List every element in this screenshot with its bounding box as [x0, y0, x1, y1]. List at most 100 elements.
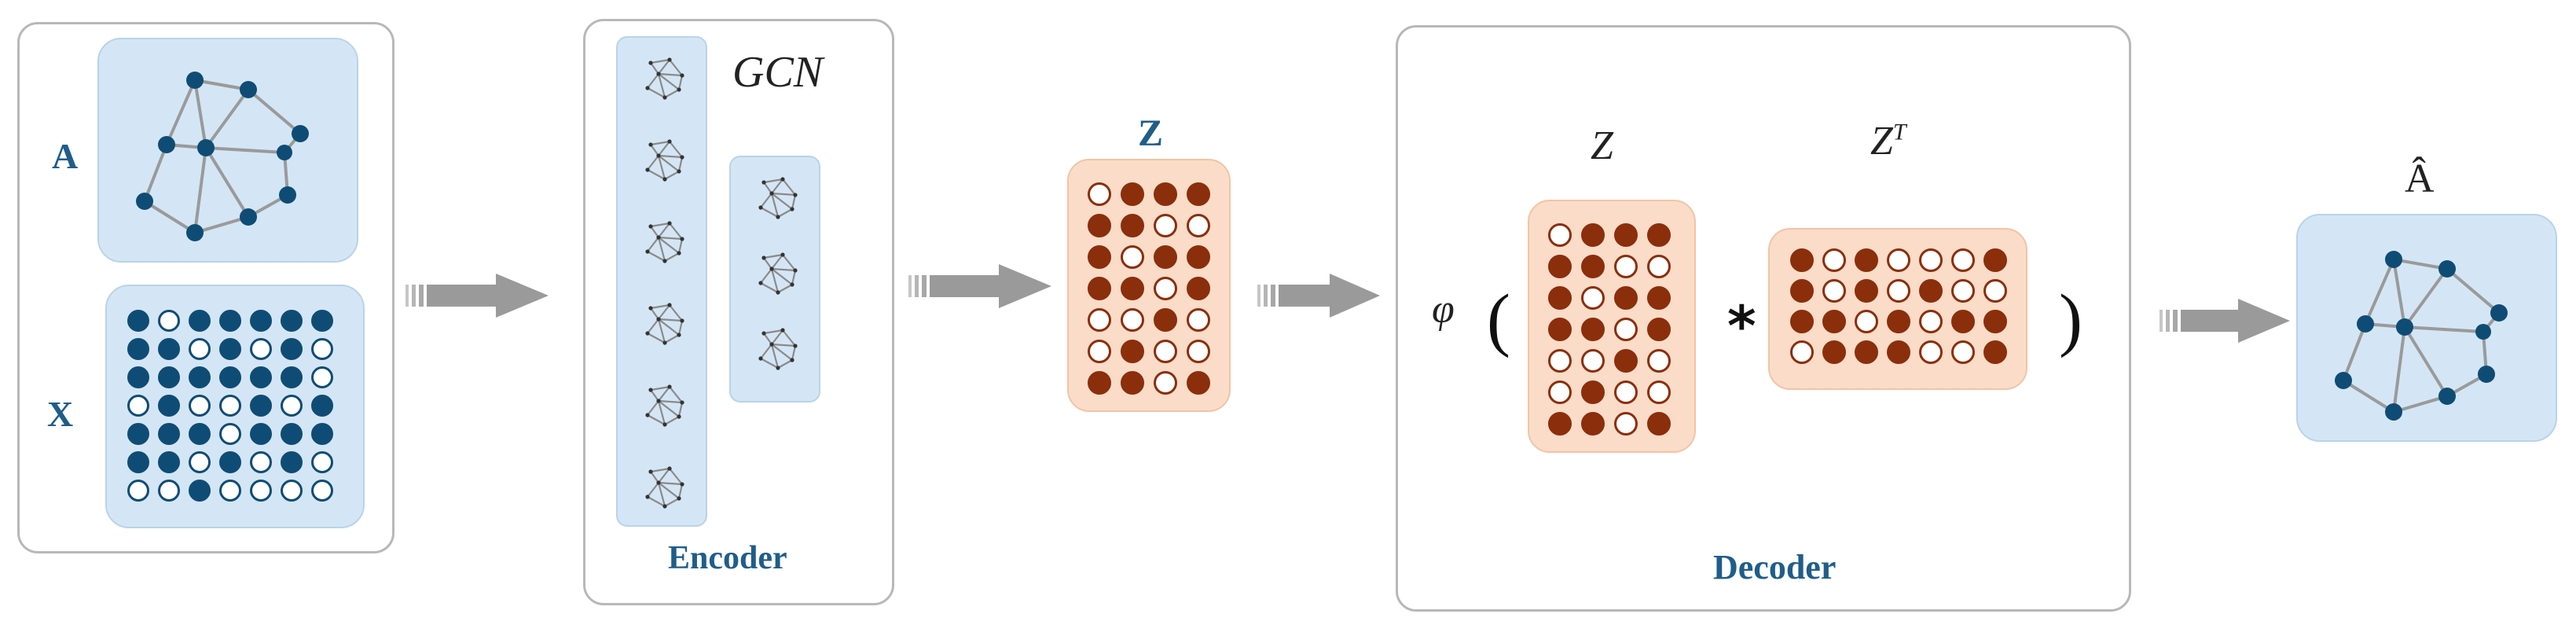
filled-dot	[1887, 340, 1910, 364]
mini-graph-icon	[758, 177, 798, 219]
filled-dot	[311, 423, 333, 445]
decoder-z-box	[1528, 200, 1696, 453]
empty-dot	[1088, 308, 1111, 332]
filled-dot	[1088, 214, 1111, 237]
latent-z-matrix	[1088, 182, 1210, 395]
filled-dot	[1855, 279, 1878, 303]
filled-dot	[1187, 245, 1210, 269]
filled-dot	[1581, 318, 1605, 341]
filled-dot	[1887, 310, 1910, 333]
filled-dot	[281, 451, 303, 473]
filled-dot	[311, 395, 333, 417]
decoder-zt-box	[1768, 228, 2027, 390]
decoder-zt-matrix	[1790, 248, 2007, 364]
filled-dot	[1983, 310, 2007, 333]
filled-dot	[1154, 182, 1177, 206]
arrow-to-decoder	[1257, 274, 1380, 318]
filled-dot	[1581, 380, 1605, 404]
filled-dot	[219, 338, 241, 360]
filled-dot	[281, 310, 303, 332]
filled-dot	[1790, 248, 1814, 272]
empty-dot	[1790, 340, 1814, 364]
empty-dot	[1919, 310, 1943, 333]
filled-dot	[311, 310, 333, 332]
empty-dot	[1614, 412, 1638, 436]
filled-dot	[1548, 318, 1572, 341]
filled-dot	[1822, 310, 1846, 333]
filled-dot	[219, 310, 241, 332]
empty-dot	[158, 310, 180, 332]
mini-graph-icon	[645, 221, 684, 263]
empty-dot	[1951, 340, 1975, 364]
filled-dot	[1951, 310, 1975, 333]
empty-dot	[1187, 214, 1210, 237]
empty-dot	[1187, 340, 1210, 363]
empty-dot	[1887, 279, 1910, 303]
filled-dot	[1919, 279, 1943, 303]
empty-dot	[1614, 255, 1638, 278]
x-label: X	[47, 394, 74, 434]
arrow-to-latent	[908, 264, 1051, 308]
filled-dot	[1121, 371, 1144, 395]
feature-matrix-x	[127, 310, 333, 502]
filled-dot	[158, 338, 180, 360]
open-paren: (	[1487, 281, 1510, 358]
mini-graph-icon	[645, 139, 684, 182]
filled-dot	[1121, 340, 1144, 363]
empty-dot	[1548, 349, 1572, 373]
filled-dot	[1088, 245, 1111, 269]
filled-dot	[281, 366, 303, 388]
filled-dot	[1614, 286, 1638, 310]
filled-dot	[1088, 277, 1111, 300]
zt-base: Z	[1870, 119, 1893, 164]
empty-dot	[158, 480, 180, 502]
feature-matrix-box	[105, 285, 365, 528]
filled-dot	[250, 366, 272, 388]
filled-dot	[1121, 277, 1144, 300]
empty-dot	[1581, 349, 1605, 373]
empty-dot	[1983, 279, 2007, 303]
empty-dot	[1822, 248, 1846, 272]
filled-dot	[1581, 223, 1605, 247]
output-a-hat-label: Â	[2405, 156, 2435, 201]
filled-dot	[158, 423, 180, 445]
empty-dot	[1154, 340, 1177, 363]
adjacency-graph-box	[97, 38, 358, 263]
filled-dot	[1790, 310, 1814, 333]
filled-dot	[250, 310, 272, 332]
close-paren: )	[2059, 281, 2082, 358]
mini-graph-icon	[758, 252, 798, 295]
mini-graph-icon	[645, 466, 684, 509]
empty-dot	[1581, 286, 1605, 310]
filled-dot	[1614, 223, 1638, 247]
decoder-label: Decoder	[1713, 548, 1837, 586]
mini-graph-icon	[645, 57, 684, 100]
filled-dot	[250, 423, 272, 445]
filled-dot	[1581, 412, 1605, 436]
empty-dot	[311, 451, 333, 473]
empty-dot	[127, 480, 149, 502]
gcn-layer-1	[616, 36, 707, 527]
empty-dot	[1919, 248, 1943, 272]
empty-dot	[1614, 318, 1638, 341]
empty-dot	[1121, 245, 1144, 269]
filled-dot	[1647, 412, 1671, 436]
filled-dot	[1088, 371, 1111, 395]
filled-dot	[1187, 277, 1210, 300]
filled-dot	[158, 395, 180, 417]
empty-dot	[1548, 380, 1572, 404]
output-graph-box	[2296, 214, 2557, 442]
empty-dot	[281, 480, 303, 502]
empty-dot	[1855, 310, 1878, 333]
filled-dot	[1855, 248, 1878, 272]
input-graph-icon	[136, 72, 309, 241]
empty-dot	[219, 395, 241, 417]
filled-dot	[1647, 223, 1671, 247]
filled-dot	[1121, 214, 1144, 237]
a-label: A	[52, 136, 79, 176]
filled-dot	[1983, 248, 2007, 272]
mini-graph-icon	[645, 303, 684, 345]
mini-graph-icon	[758, 328, 798, 370]
output-graph-icon	[2335, 251, 2508, 421]
empty-dot	[1154, 214, 1177, 237]
